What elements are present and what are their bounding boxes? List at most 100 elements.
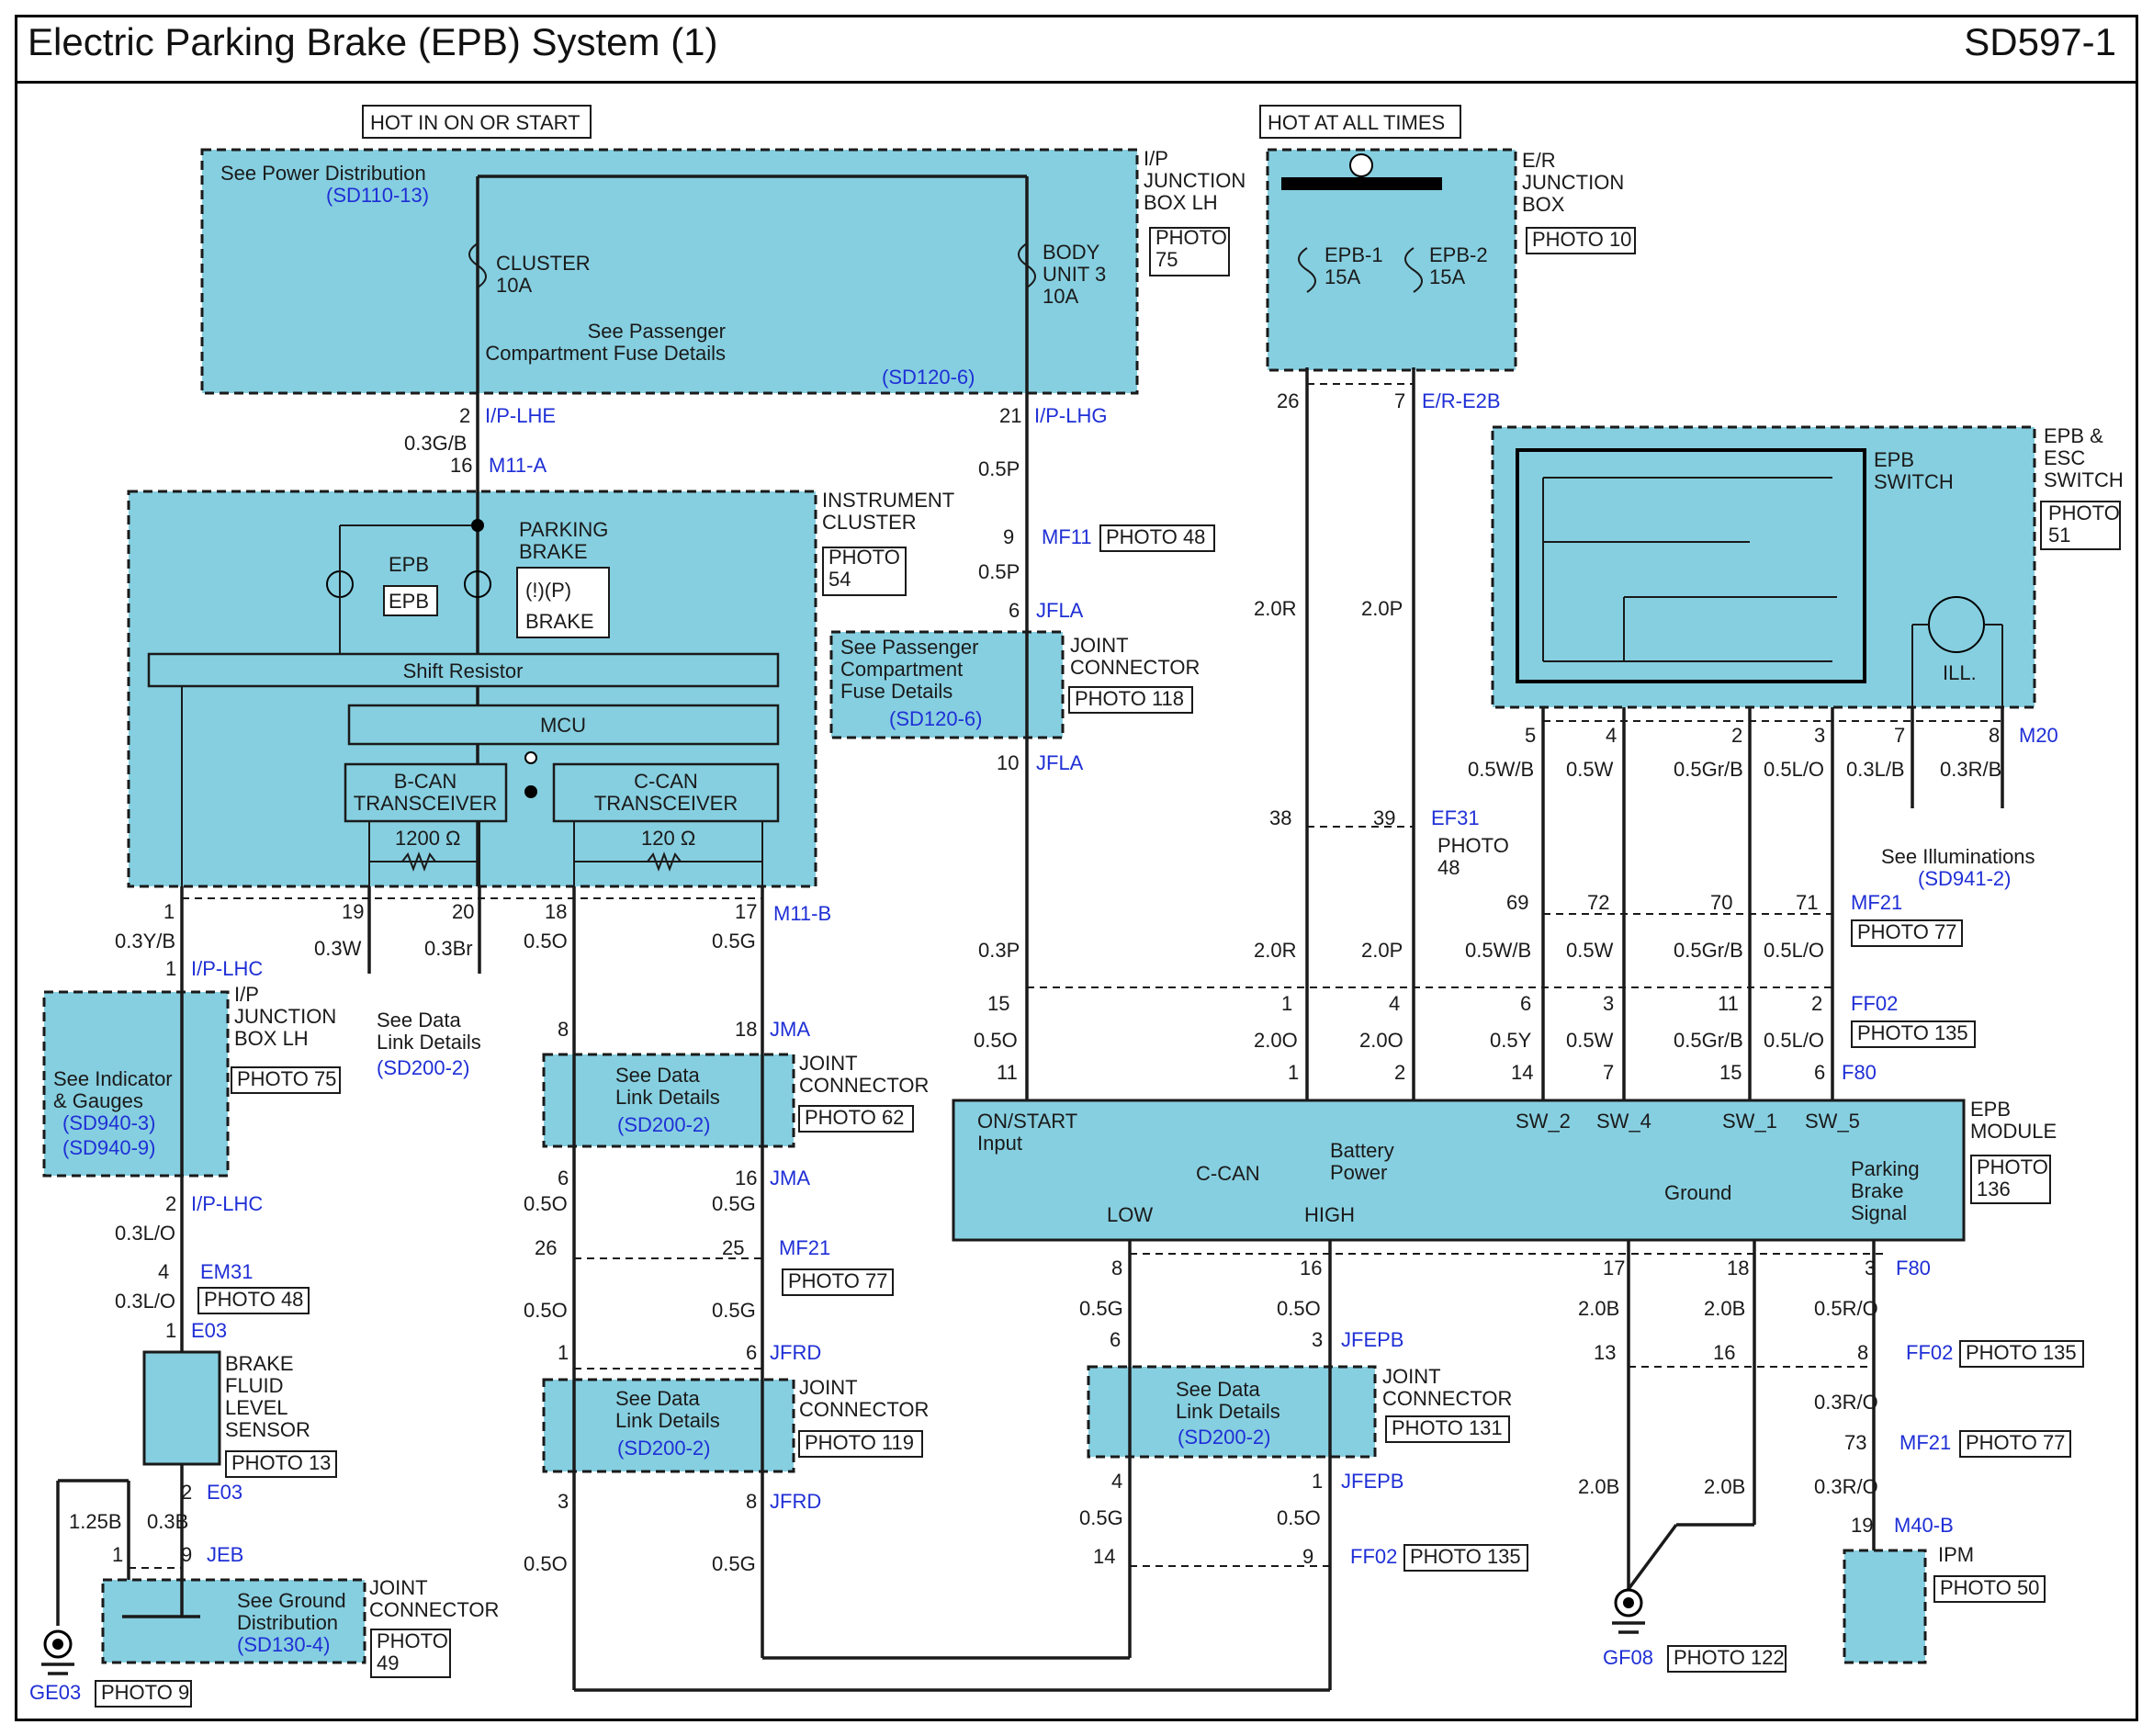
pin-number: 6 xyxy=(1009,599,1020,622)
pin-number: 25 xyxy=(722,1236,744,1259)
pin-number: 18 xyxy=(545,900,567,923)
pin-number: 19 xyxy=(1851,1514,1873,1537)
wire-label: 2.0R xyxy=(1254,597,1296,620)
conn-jma-1: JMA xyxy=(770,1018,810,1041)
page-code: SD597-1 xyxy=(1964,20,2116,63)
module-high: HIGH xyxy=(1304,1203,1355,1226)
brake-lamp-icon xyxy=(464,570,491,598)
jfrd-ref: (SD200-2) xyxy=(617,1437,710,1460)
pin-number: 39 xyxy=(1373,806,1395,829)
wire-label: 0.3L/B xyxy=(1846,758,1905,781)
epb-label: EPB xyxy=(389,553,429,576)
module-sw4: SW_4 xyxy=(1596,1110,1651,1133)
wire-label: 0.3L/O xyxy=(115,1222,175,1245)
module-sw5: SW_5 xyxy=(1805,1110,1860,1133)
wire-label: 0.5Y xyxy=(1490,1029,1532,1052)
pin-number: 7 xyxy=(1603,1061,1614,1084)
pin-number: 16 xyxy=(450,454,472,477)
module-ground: Ground xyxy=(1664,1181,1731,1204)
conn-e03-1: E03 xyxy=(191,1319,227,1342)
pin-number: 8 xyxy=(1989,724,2000,747)
pin-number: 15 xyxy=(987,992,1009,1015)
module-ccan: C-CAN xyxy=(1196,1162,1260,1185)
ohm-1200: 1200 Ω xyxy=(395,827,461,850)
pin-number: 4 xyxy=(1111,1470,1122,1493)
labels: HOT IN ON OR START HOT AT ALL TIMES See … xyxy=(29,111,2124,1704)
wire-label: 0.5L/O xyxy=(1764,758,1824,781)
pin-number: 9 xyxy=(1003,525,1014,548)
conn-m11b: M11-B xyxy=(773,902,831,925)
see-pass-ref: (SD120-6) xyxy=(882,366,975,389)
pin-number: 1 xyxy=(165,1319,176,1342)
conn-ff02-1-photo: PHOTO 135 xyxy=(1857,1021,1968,1044)
wire-label: 0.3P xyxy=(978,939,1020,962)
hot-run-box xyxy=(362,105,592,139)
indicator-ref1: (SD940-3) xyxy=(62,1111,155,1134)
wire-label: 0.5G xyxy=(712,930,756,953)
joint-connector-jeb xyxy=(101,1578,366,1664)
joint-connector-jfepb xyxy=(1087,1365,1377,1459)
shift-resistor-label: Shift Resistor xyxy=(403,659,524,682)
ip-junction-box-2 xyxy=(42,990,230,1178)
pin-number: 1 xyxy=(558,1341,569,1364)
wire-label: 0.5O xyxy=(1277,1506,1321,1529)
wire-label: 0.5G xyxy=(1079,1297,1123,1320)
ill-label: ILL. xyxy=(1943,661,1977,684)
conn-m11a: M11-A xyxy=(489,454,547,477)
indicator-see: See Indicator& Gauges xyxy=(53,1067,173,1112)
conn-jfrd-1: JFRD xyxy=(770,1341,821,1364)
jma-photo: PHOTO 62 xyxy=(805,1106,904,1129)
pin-number: 11 xyxy=(1718,992,1739,1015)
wire-label: 2.0O xyxy=(1359,1029,1403,1052)
datalink-ref: (SD200-2) xyxy=(377,1056,469,1079)
jfrd-photo: PHOTO 119 xyxy=(805,1431,914,1454)
conn-ff02-2: FF02 xyxy=(1350,1545,1397,1568)
ipm-box xyxy=(1843,1549,1927,1664)
wire-label: 0.5W xyxy=(1566,939,1614,962)
pin-number: 4 xyxy=(1606,724,1617,747)
module-low: LOW xyxy=(1107,1203,1153,1226)
wire-label: 0.5W xyxy=(1566,1029,1614,1052)
pin-number: 26 xyxy=(1277,389,1299,412)
conn-jfla-1: JFLA xyxy=(1036,599,1084,622)
fuse-epb2-icon xyxy=(1404,247,1423,293)
gf08-photo: PHOTO 122 xyxy=(1674,1646,1785,1669)
pin-number: 1 xyxy=(1281,992,1292,1015)
mcu-label: MCU xyxy=(540,714,586,737)
pin-number: 4 xyxy=(1389,992,1400,1015)
see-power-text: See Power Distribution xyxy=(220,162,426,185)
wire-label: 0.5O xyxy=(1277,1297,1321,1320)
wire-label: 0.5P xyxy=(978,560,1020,583)
pin-number: 2 xyxy=(165,1192,176,1215)
jma-ref: (SD200-2) xyxy=(617,1113,710,1136)
conn-jfepb-1: JFEPB xyxy=(1341,1328,1403,1351)
er-bus-node xyxy=(1349,153,1373,177)
switch-internals xyxy=(1516,448,2003,707)
conn-iplhg: I/P-LHG xyxy=(1034,404,1107,427)
wire-label: 0.3G/B xyxy=(404,432,467,455)
ge03-photo: PHOTO 9 xyxy=(101,1681,189,1704)
conn-f80-2: F80 xyxy=(1896,1257,1931,1279)
conn-jfla-2: JFLA xyxy=(1036,751,1084,774)
pin-number: 17 xyxy=(1603,1257,1625,1279)
jfepb-ref: (SD200-2) xyxy=(1178,1426,1270,1449)
wire-label: 2.0B xyxy=(1704,1475,1745,1498)
pin-number: 1 xyxy=(1288,1061,1299,1084)
pin-number: 14 xyxy=(1511,1061,1533,1084)
pin-number: 3 xyxy=(558,1490,569,1513)
wire-label: 0.3R/O xyxy=(1814,1475,1878,1498)
pin-number: 19 xyxy=(342,900,364,923)
conn-ef31: EF31 xyxy=(1431,806,1480,829)
wire-label: 0.5G xyxy=(712,1552,756,1575)
